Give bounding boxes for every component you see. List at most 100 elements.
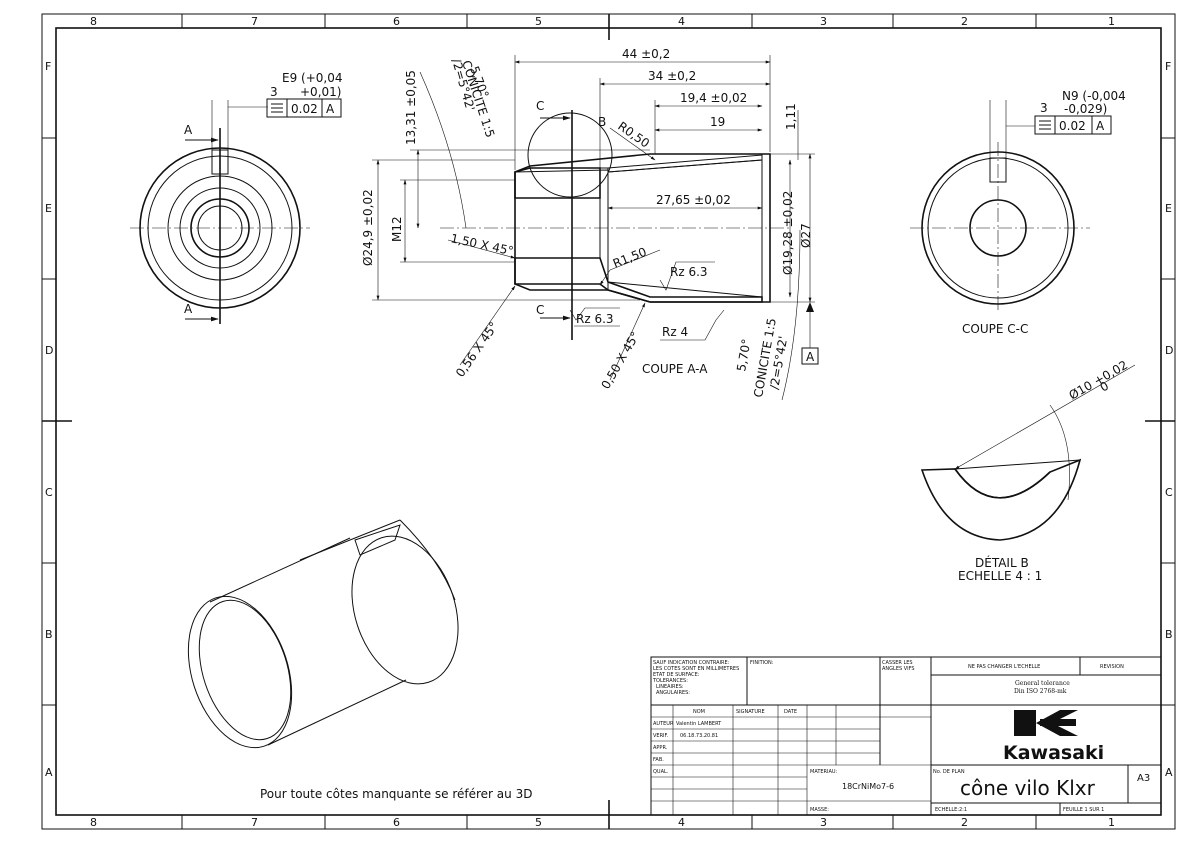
row-auteur: AUTEUR (653, 721, 674, 727)
zone-col-bottom: 4 (678, 816, 685, 829)
zone-row-left: E (45, 202, 52, 215)
conic-bottom-angle: 5,70° (734, 338, 753, 373)
dim-m12: M12 (390, 216, 404, 242)
zone-row-right: C (1165, 486, 1173, 499)
dim-dia-24-9: Ø24,9 ±0,02 (361, 189, 375, 266)
zone-row-right: B (1165, 628, 1173, 641)
left-tolerance-bottom: +0,01) (300, 85, 341, 99)
finish-label: FINITION: (750, 660, 774, 666)
zone-col-bottom: 3 (820, 816, 827, 829)
general-note: ETAT DE SURFACE: (653, 672, 700, 678)
section-mark-c-top: C (536, 99, 544, 113)
right-feature-control-frame (1034, 115, 1112, 135)
surface-finish-icon (569, 307, 620, 321)
detail-b-title: DÉTAIL B (975, 555, 1029, 570)
detail-b-dim: Ø10 +0,02 (1067, 358, 1131, 403)
row-qual: QUAL. (653, 769, 669, 775)
zone-col-top: 8 (90, 15, 97, 28)
general-note: LES COTES SONT EN MILLIMETRES (653, 666, 739, 672)
break-edges: ANGLES VIFS (882, 666, 915, 672)
general-tolerance: General tolerance (1015, 680, 1070, 687)
auteur-name: Valentin LAMBERT (676, 721, 722, 727)
symmetry-icon (271, 103, 283, 113)
verif-value: 06.18.73.20.81 (680, 733, 718, 739)
col-signature: SIGNATURE (736, 709, 765, 715)
material-value: 18CrNiMo7-6 (842, 782, 894, 791)
zone-col-top: 2 (961, 15, 968, 28)
detail-b-scale: ECHELLE 4 : 1 (958, 569, 1042, 583)
left-frame-datum: A (326, 102, 335, 116)
right-frame-datum: A (1096, 119, 1105, 133)
section-mark-a-bottom: A (184, 302, 193, 316)
dim-1-11: 1,11 (784, 103, 798, 130)
paper-format: A3 (1137, 773, 1150, 784)
section-aa-title: COUPE A-A (642, 362, 708, 376)
detail-b-view: Ø10 +0,02 0 DÉTAIL B ECHELLE 4 : 1 (920, 358, 1136, 583)
section-mark-c-bottom: C (536, 303, 544, 317)
kawasaki-logo-icon (1014, 710, 1078, 736)
right-tolerance-top: N9 (-0,004 (1062, 89, 1126, 103)
dim-dia-19-28: Ø19,28 ±0,02 (781, 191, 795, 275)
left-frame-value: 0.02 (291, 102, 318, 116)
row-verif: VERIF. (653, 733, 669, 739)
zone-col-bottom: 2 (961, 816, 968, 829)
brand-logo-text: Kawasaki (1003, 742, 1104, 764)
zone-col-bottom: 5 (535, 816, 542, 829)
col-nom: NOM (693, 709, 705, 715)
zone-col-top: 4 (678, 15, 685, 28)
datum-a-label: A (806, 350, 815, 364)
right-frame-value: 0.02 (1059, 119, 1086, 133)
rz-6-3-outer: Rz 6.3 (576, 312, 614, 326)
title-block: SAUF INDICATION CONTRAIRE: LES COTES SON… (650, 656, 1162, 816)
sheet-label: FEUILLE 1 SUR 1 (1063, 807, 1104, 813)
zone-row-left: F (45, 60, 51, 73)
isometric-view (187, 519, 459, 749)
section-cc-view: N9 (-0,004 -0,029) 3 0.02 A COUPE C-C (910, 89, 1126, 336)
datum-box (801, 347, 819, 365)
dim-overall: 44 ±0,2 (622, 47, 670, 61)
din-standard: Din ISO 2768-mk (1014, 688, 1067, 695)
dim-chamfer-0-56: 0,56 X 45° (453, 319, 501, 379)
no-scale-note: NE PAS CHANGER L'ECHELLE (968, 664, 1040, 670)
material-label: MATERIAU: (810, 769, 838, 775)
mass-label: MASSE: (810, 807, 829, 813)
section-cc-title: COUPE C-C (962, 322, 1028, 336)
zone-col-bottom: 1 (1108, 816, 1115, 829)
dim-19-4: 19,4 ±0,02 (680, 91, 747, 105)
zone-col-top: 1 (1108, 15, 1115, 28)
plan-label: No. DE PLAN (933, 769, 965, 775)
drawing-note: Pour toute côtes manquante se référer au… (260, 787, 532, 801)
dim-27-65: 27,65 ±0,02 (656, 193, 731, 207)
right-count: 3 (1040, 101, 1048, 115)
right-tolerance-bottom: -0,029) (1064, 102, 1107, 116)
zone-row-right: F (1165, 60, 1171, 73)
inner-border (55, 27, 1162, 816)
surface-finish-icon (660, 309, 725, 341)
drawing-title: cône vilo Klxr (960, 776, 1096, 800)
dim-r1-50: R1,50 (611, 245, 649, 271)
left-feature-control-frame (266, 98, 342, 118)
general-note: ANGULAIRES: (656, 690, 690, 696)
zone-row-right: D (1165, 344, 1173, 357)
symmetry-icon (1039, 120, 1051, 130)
general-note: TOLERANCES: (652, 678, 688, 684)
rz-6-3-inner: Rz 6.3 (670, 265, 708, 279)
zone-col-bottom: 8 (90, 816, 97, 829)
break-edges: CASSER LES (882, 660, 913, 666)
col-date: DATE (784, 709, 797, 715)
dim-19: 19 (710, 115, 725, 129)
scale-label: ECHELLE:2:1 (935, 807, 967, 813)
zone-labels: 8 7 6 5 4 3 2 1 8 7 6 5 4 3 2 1 F E D C … (45, 15, 1173, 829)
zone-col-top: 3 (820, 15, 827, 28)
zone-col-bottom: 7 (251, 816, 258, 829)
revision-label: REVISION (1100, 664, 1124, 670)
datum-triangle-icon (806, 302, 814, 312)
left-count: 3 (270, 85, 278, 99)
dim-chamfer-0-50: 0,50 X 45° (598, 329, 642, 391)
zone-col-top: 6 (393, 15, 400, 28)
rz-4: Rz 4 (662, 325, 688, 339)
left-end-view: A A E9 (+0,04 +0,01) 3 0.02 A (130, 71, 343, 324)
detail-b-mark: B (598, 115, 606, 129)
zone-row-right: E (1165, 202, 1172, 215)
